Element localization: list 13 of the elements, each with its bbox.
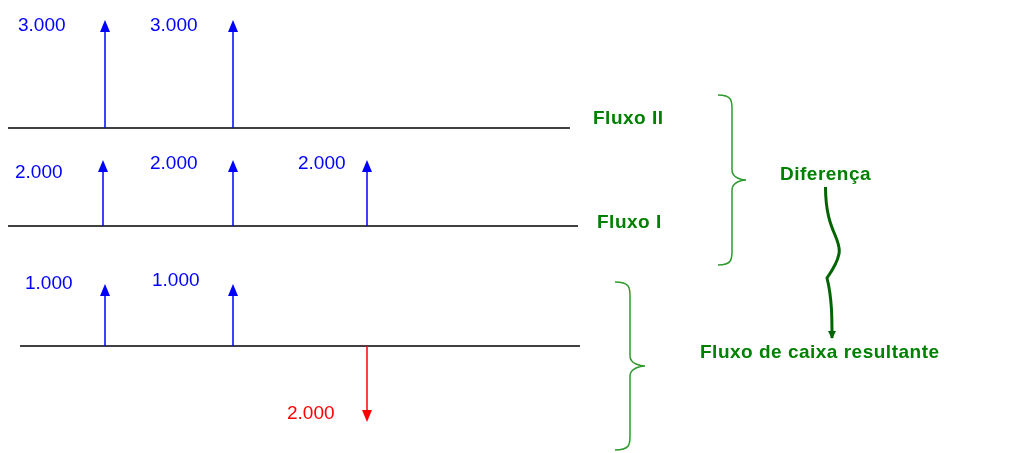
flow-label: Diferença [780,164,872,183]
cash-value: 2.000 [298,153,346,172]
flow-label: Fluxo I [597,212,662,231]
flow-label: Fluxo II [593,108,664,127]
cash-value: 2.000 [287,403,335,422]
cash-value: 2.000 [150,153,198,172]
cash-value: 3.000 [150,15,198,34]
cash-value: 3.000 [18,15,66,34]
flow-label: Fluxo de caixa resultante [700,342,940,361]
cash-value: 1.000 [152,270,200,289]
curved-arrow [824,186,841,339]
cash-value: 2.000 [15,162,63,181]
cash-value: 1.000 [25,273,73,292]
